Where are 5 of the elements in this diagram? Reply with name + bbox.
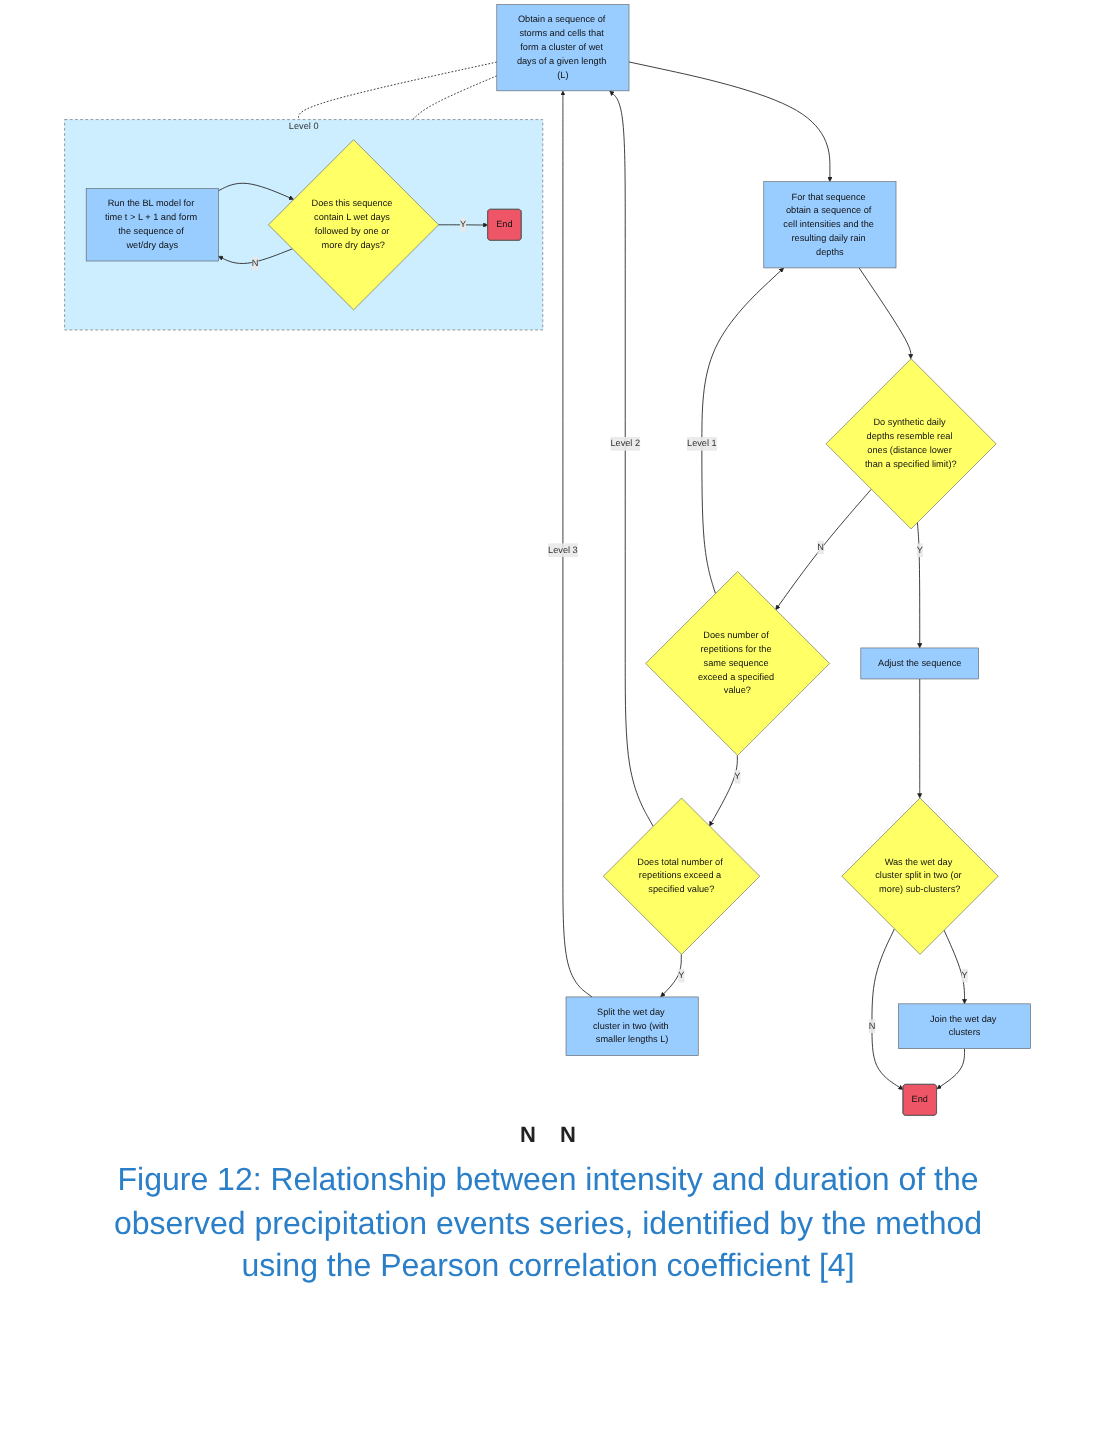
connector bbox=[298, 61, 498, 121]
figure-caption: Figure 12: Relationship between intensity and duration of the observed precipitation events series, identified by the method using the Pearson correlation coefficient [4] bbox=[111, 1162, 985, 1289]
connector bbox=[412, 75, 498, 121]
branch-label: N bbox=[560, 1124, 576, 1148]
branch-label: N bbox=[520, 1124, 536, 1148]
